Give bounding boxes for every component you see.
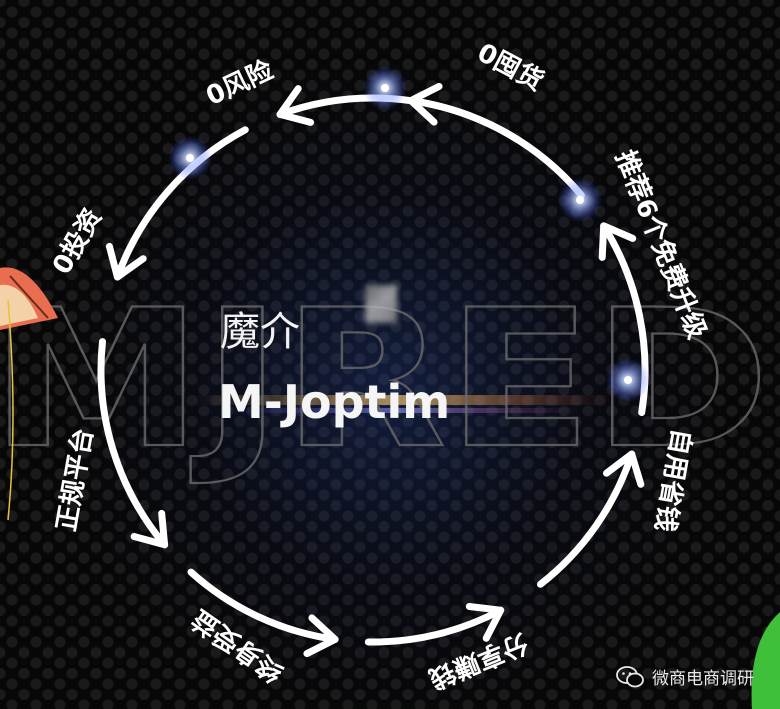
watermark: 微商电商调研 bbox=[616, 664, 754, 689]
glow-flare-core bbox=[381, 84, 389, 92]
glow-flare-core bbox=[576, 196, 584, 204]
cycle-arrow-head bbox=[303, 614, 339, 658]
cycle-arrow-head bbox=[407, 82, 443, 126]
cycle-arrow-head bbox=[598, 222, 637, 261]
glow-flare-core bbox=[624, 376, 632, 384]
cycle-arrows bbox=[97, 82, 649, 658]
cycle-arrow-head bbox=[603, 450, 645, 488]
light-streak bbox=[220, 408, 580, 413]
cycle-arrow-arc bbox=[187, 568, 339, 643]
cycle-label: 0风险 bbox=[201, 54, 279, 112]
cycle-arrow-arc bbox=[113, 126, 249, 281]
cycle-arrow-arc bbox=[97, 338, 169, 549]
cycle-label: 终身受益 bbox=[186, 603, 289, 688]
brand-name-cn: 魔介 bbox=[220, 309, 300, 355]
glow-flares bbox=[168, 66, 650, 402]
cycle-arrow-head bbox=[105, 242, 147, 281]
plant-leaf-icon bbox=[751, 612, 780, 709]
cycle-arrow-head bbox=[276, 85, 315, 126]
brand-name-en: M-Joptim bbox=[218, 375, 450, 429]
cycle-label: 0囤货 bbox=[472, 37, 548, 97]
cycle-arrow-head bbox=[465, 603, 505, 642]
light-streak bbox=[190, 395, 610, 405]
watermark-text: 微商电商调研 bbox=[652, 669, 754, 689]
blurred-patch bbox=[365, 285, 397, 323]
glow-flare-core bbox=[186, 154, 194, 162]
wechat-icon bbox=[616, 665, 644, 687]
cycle-arrow-arc bbox=[537, 450, 636, 588]
umbrella-icon bbox=[0, 267, 58, 521]
cycle-arrow-head bbox=[130, 509, 169, 549]
cycle-arrow-arc bbox=[407, 97, 585, 199]
cycle-arrow-arc bbox=[364, 606, 505, 646]
